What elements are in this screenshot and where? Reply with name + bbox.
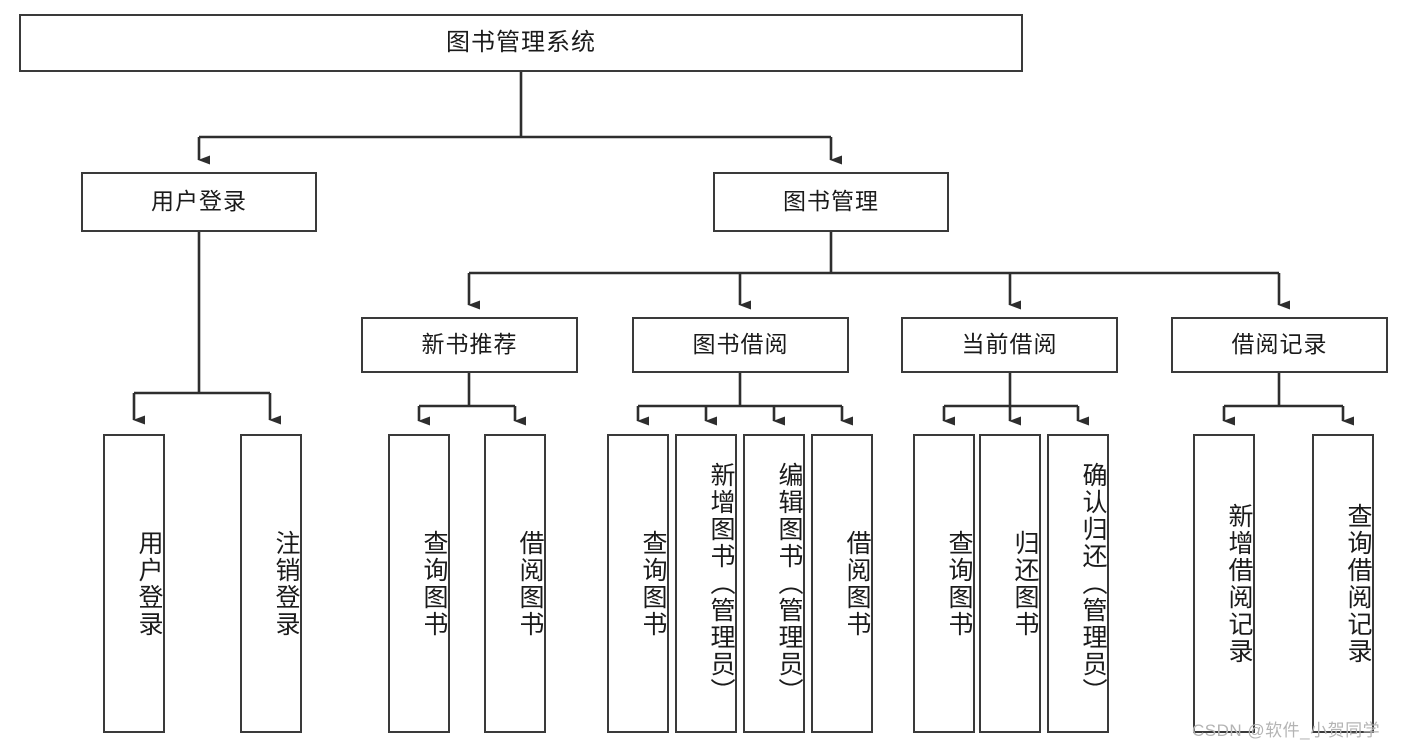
node-label: 图书借阅 [692,331,789,358]
node-leaf-borrow-book-recommend[interactable]: 借阅图书 [484,434,546,733]
node-leaf-user-login[interactable]: 用户登录 [103,434,165,733]
csdn-watermark: CSDN @软件_小贺同学 [1192,721,1381,740]
node-label: 借阅图书 [843,529,871,638]
node-leaf-logout[interactable]: 注销登录 [240,434,302,733]
node-leaf-query-book-current[interactable]: 查询图书 [913,434,975,733]
node-label: 新书推荐 [421,331,518,358]
node-new-book-recommend[interactable]: 新书推荐 [361,317,578,373]
node-label: 图书管理系统 [446,28,596,56]
node-label: 注销登录 [272,529,300,638]
node-label: 确认归还（管理员） [1079,462,1107,705]
node-label: 借阅图书 [516,529,544,638]
node-leaf-confirm-return-admin[interactable]: 确认归还（管理员） [1047,434,1109,733]
node-current-borrow[interactable]: 当前借阅 [901,317,1118,373]
node-label: 查询图书 [945,529,973,638]
node-leaf-query-book-recommend[interactable]: 查询图书 [388,434,450,733]
node-label: 用户登录 [135,529,163,638]
node-label: 查询借阅记录 [1344,502,1372,665]
node-label: 用户登录 [151,188,247,215]
node-label: 新增图书（管理员） [707,462,735,705]
node-leaf-query-borrow-record[interactable]: 查询借阅记录 [1312,434,1374,733]
node-leaf-borrow-book[interactable]: 借阅图书 [811,434,873,733]
node-borrow-record[interactable]: 借阅记录 [1171,317,1388,373]
node-label: 当前借阅 [961,331,1058,358]
node-label: 借阅记录 [1231,331,1328,358]
node-root-system[interactable]: 图书管理系统 [19,14,1023,72]
node-book-management[interactable]: 图书管理 [713,172,949,232]
node-leaf-add-book-admin[interactable]: 新增图书（管理员） [675,434,737,733]
node-book-borrow[interactable]: 图书借阅 [632,317,849,373]
node-leaf-edit-book-admin[interactable]: 编辑图书（管理员） [743,434,805,733]
node-label: 查询图书 [639,529,667,638]
node-label: 归还图书 [1011,529,1039,638]
node-leaf-return-book[interactable]: 归还图书 [979,434,1041,733]
node-user-login[interactable]: 用户登录 [81,172,317,232]
node-label: 编辑图书（管理员） [775,462,803,705]
node-leaf-add-borrow-record[interactable]: 新增借阅记录 [1193,434,1255,733]
node-label: 新增借阅记录 [1225,502,1253,665]
node-leaf-query-book-borrow[interactable]: 查询图书 [607,434,669,733]
node-label: 查询图书 [420,529,448,638]
node-label: 图书管理 [783,188,879,215]
